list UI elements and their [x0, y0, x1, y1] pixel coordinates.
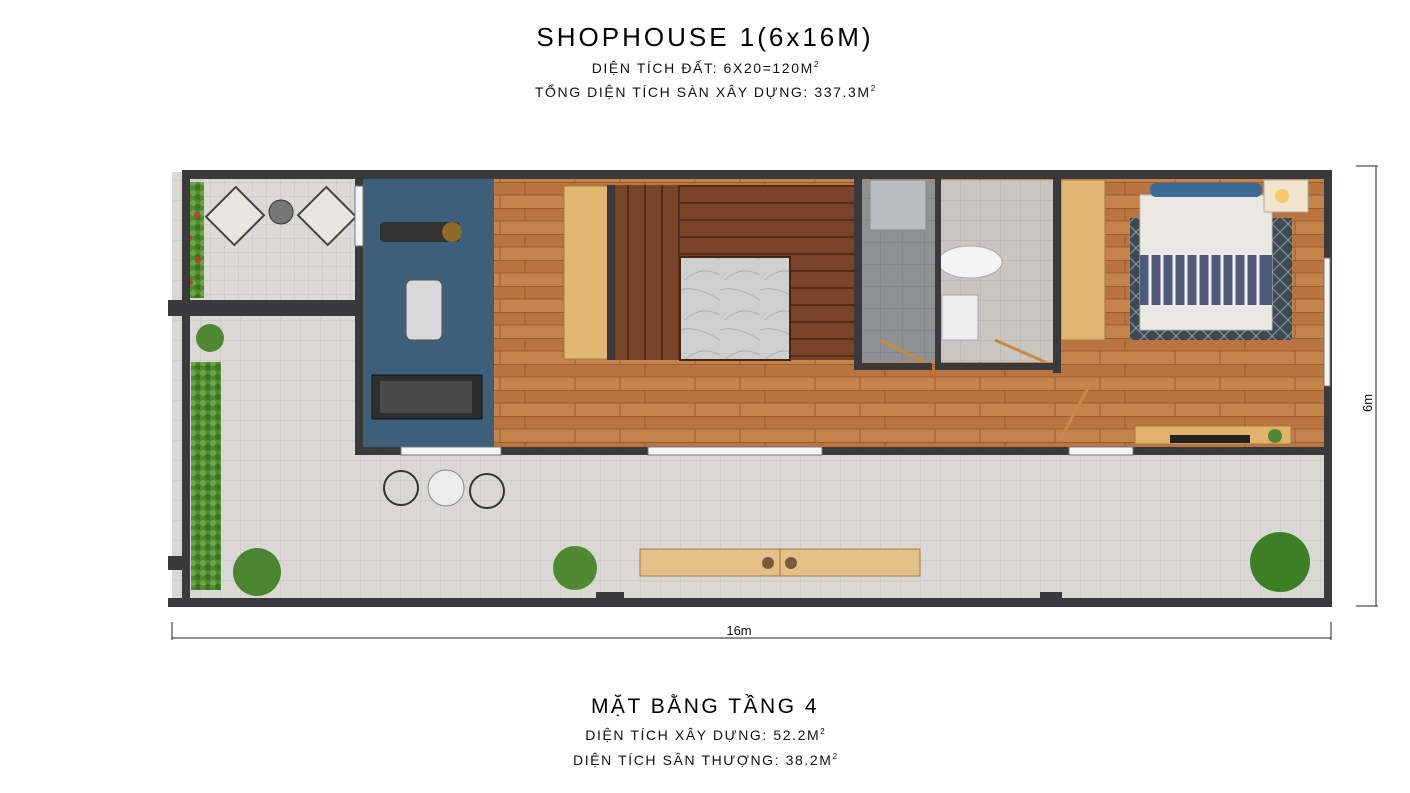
stair-landing	[679, 256, 791, 361]
total-floor-area-text: TỔNG DIỆN TÍCH SÀN XÂY DỰNG: 337.3M2	[534, 84, 876, 100]
sink	[941, 294, 979, 341]
balcony-door	[354, 185, 364, 247]
floor-title: MẶT BẰNG TẦNG 4	[590, 695, 820, 718]
nightstand	[1263, 179, 1309, 213]
balcony-chair-left	[204, 185, 266, 247]
balcony-table	[268, 199, 294, 225]
wardrobe-right	[1060, 179, 1106, 341]
plant-bottom-center	[553, 546, 597, 590]
plant-bottom-left	[233, 548, 281, 596]
wardrobe-left	[563, 185, 609, 360]
dimension-height	[1356, 165, 1378, 607]
terrace-lounger-right	[779, 548, 921, 577]
built-area-text: DIỆN TÍCH XÂY DỰNG: 52.2M2	[585, 727, 825, 743]
walls	[168, 170, 1332, 607]
bedroom-window	[1323, 257, 1331, 387]
terrace-area-text: DIỆN TÍCH SÂN THƯỢNG: 38.2M2	[572, 752, 838, 768]
rowing-machine	[380, 222, 460, 242]
terrace-chair-2	[469, 473, 505, 509]
terrace-lounger-left	[639, 548, 781, 577]
hedge-planter	[191, 362, 221, 590]
terrace-table	[427, 469, 465, 507]
plant-bottom-right	[1250, 532, 1310, 592]
dimension-width	[171, 622, 1332, 640]
headboard-cushions	[1150, 183, 1262, 197]
sliding-door-bedroom	[1068, 446, 1134, 456]
shower-tray	[869, 179, 927, 231]
bed-blanket	[1140, 255, 1272, 305]
balcony-chair-right	[296, 185, 358, 247]
dimension-height-label: 6m	[1360, 394, 1375, 412]
land-area-text: DIỆN TÍCH ĐẤT: 6X20=120M2	[591, 60, 819, 76]
plant-top-left	[196, 324, 224, 352]
terrace-chair-1	[383, 470, 419, 506]
sliding-door-gym	[400, 446, 502, 456]
toilet	[937, 245, 1003, 279]
sliding-door-1	[647, 446, 823, 456]
exercise-bike	[405, 279, 443, 341]
dimension-width-label: 16m	[726, 623, 751, 638]
plan-title: SHOPHOUSE 1(6x16M)	[536, 22, 874, 52]
